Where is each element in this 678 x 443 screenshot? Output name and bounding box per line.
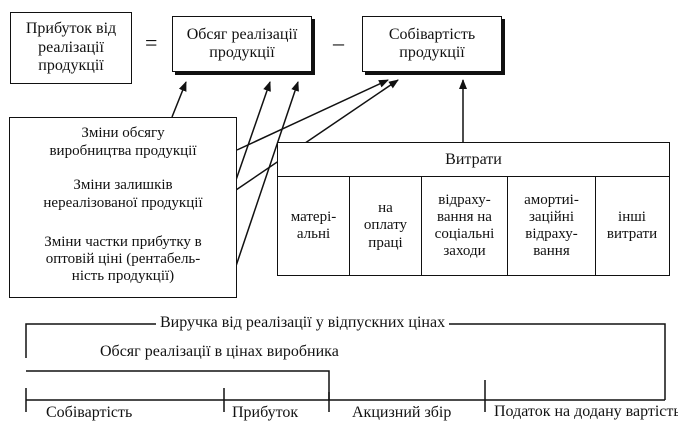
factor-label: Зміни частки прибутку в оптовій ціні (ре…	[44, 233, 202, 285]
revenue-part-cost: Собівартість	[46, 404, 133, 421]
arrow-factor1-to-sales	[171, 81, 187, 118]
producer-price-bracket	[26, 370, 330, 400]
revenue-part-vat: Податок на додану вартість	[494, 403, 678, 420]
factor-label: Зміни залишків нереалізованої продукції	[43, 177, 203, 211]
arrow-factor1-to-cost	[236, 79, 389, 151]
factor-unsold-stock: Зміни залишків нереалізованої продукції	[9, 167, 237, 223]
revenue-title: Виручка від реалізації у відпускних ціна…	[156, 314, 450, 332]
arrow-factor2-to-sales	[235, 81, 271, 181]
sales-volume-label: Обсяг реалізації продукції	[186, 25, 298, 61]
expense-column: амортиі- заційні відраху- вання	[508, 177, 596, 275]
factor-label: Зміни обсягу виробництва продукції	[49, 125, 197, 159]
profit-label: Прибуток від реалізації продукції	[25, 20, 117, 75]
profit-box: Прибуток від реалізації продукції	[10, 12, 132, 84]
expense-column: інші витрати	[606, 208, 658, 242]
factor-profit-share: Зміни частки прибутку в оптовій ціні (ре…	[9, 222, 237, 298]
revenue-part-excise: Акцизний збір	[352, 404, 452, 421]
expense-column: відраху- вання на соціальні заходи	[422, 177, 508, 275]
arrow-factor2-to-cost	[235, 79, 399, 191]
minus-sign: –	[333, 30, 344, 56]
expenses-box: Витрати матері- альні на оплату праці ві…	[277, 142, 670, 276]
factor-production-volume: Зміни обсягу виробництва продукції	[9, 117, 237, 168]
revenue-part-profit: Прибуток	[232, 404, 299, 421]
equals-sign: =	[145, 30, 158, 56]
sales-volume-box: Обсяг реалізації продукції	[172, 16, 312, 72]
arrow-factor3-to-sales	[235, 81, 299, 267]
expense-column: на оплату праці	[350, 177, 422, 275]
producer-price-label: Обсяг реалізації в цінах виробника	[100, 343, 339, 363]
cost-box: Собівартість продукції	[362, 16, 502, 72]
expenses-title: Витрати	[278, 143, 669, 177]
expense-column: матері- альні	[278, 177, 350, 275]
cost-label: Собівартість продукції	[388, 25, 476, 61]
